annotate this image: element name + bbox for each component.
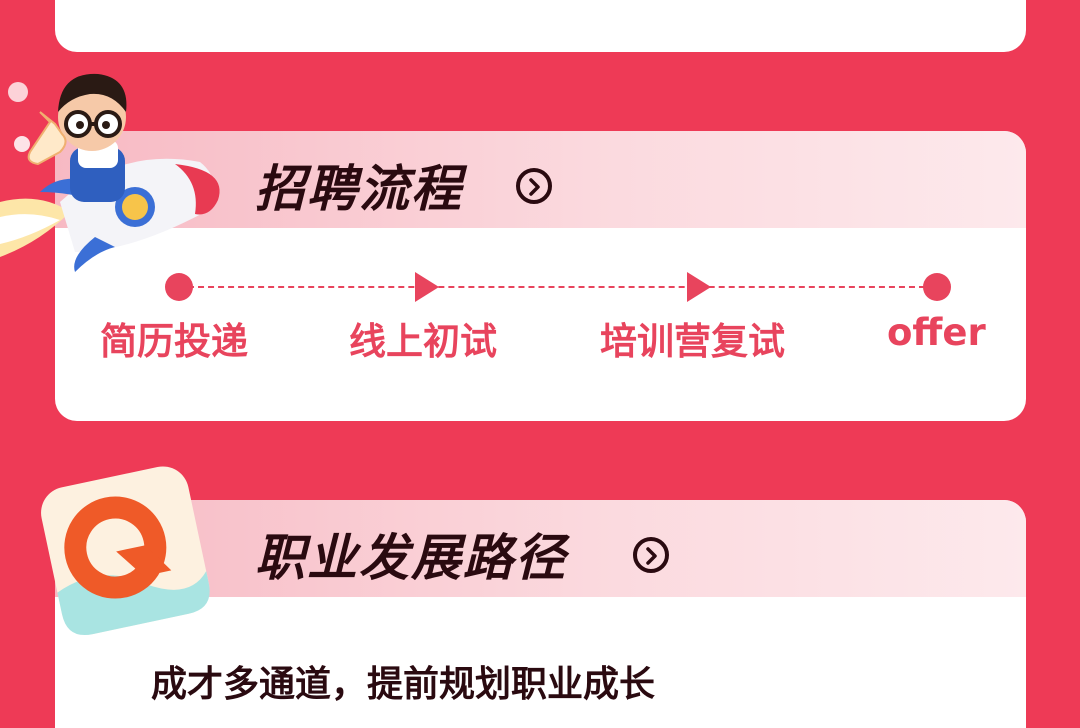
career-card: 职业发展路径 成才多通道，提前规划职业成长 [55,500,1026,728]
rocket-mascot-illustration [0,73,220,272]
career-card-header[interactable]: 职业发展路径 [55,500,1026,597]
orange-q-logo-badge [41,466,210,635]
timeline-end-dot [923,273,951,301]
timeline-arrow-icon [687,272,711,302]
step-online-interview: 线上初试 [349,320,497,363]
circle-chevron-right-icon[interactable] [516,168,552,204]
timeline-arrow-icon [415,272,439,302]
step-resume: 简历投递 [100,320,248,363]
recruit-card-header[interactable]: 招聘流程 [55,131,1026,228]
step-offer: offer [887,311,986,354]
timeline-start-dot [165,273,193,301]
timeline-line [178,286,935,288]
recruit-title: 招聘流程 [255,160,463,218]
career-title: 职业发展路径 [255,529,567,587]
circle-chevron-right-icon[interactable] [633,537,669,573]
top-card [55,0,1026,52]
step-training-interview: 培训营复试 [600,320,785,363]
recruit-card: 招聘流程 简历投递 线上初试 培训营复试 offer [55,131,1026,421]
career-description: 成才多通道，提前规划职业成长 [151,664,656,705]
